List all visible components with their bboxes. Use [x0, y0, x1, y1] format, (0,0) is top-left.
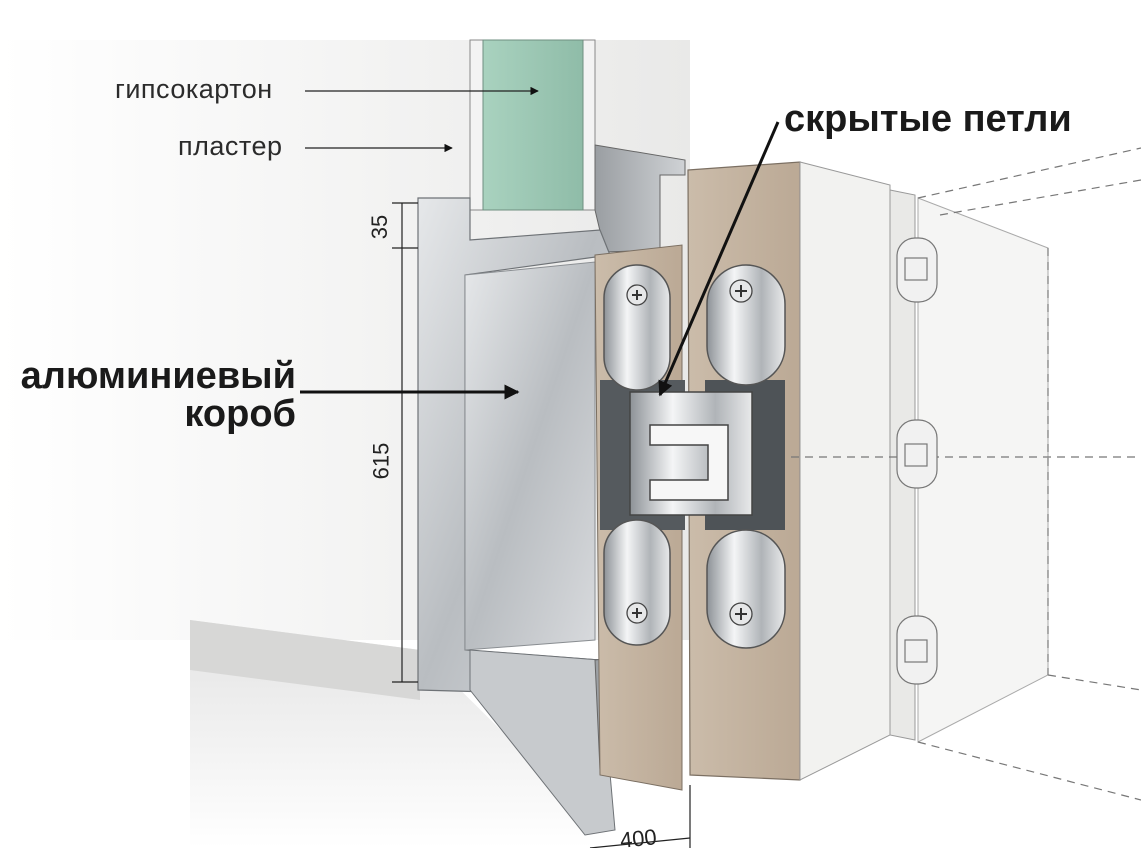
plaster-profile	[594, 144, 686, 253]
dimension-35: 35	[367, 214, 393, 240]
drywall-panel	[482, 39, 584, 211]
dimension-400: 400	[618, 824, 658, 853]
label-aluminum-box-line2: короб	[184, 393, 296, 435]
projection-lines	[735, 147, 1141, 801]
hinge-plate-bottom-left	[603, 519, 671, 646]
wall-base	[190, 620, 420, 700]
hinge-plate-bottom-right	[706, 529, 786, 649]
dimension-615: 615	[368, 442, 394, 480]
dimension-lines	[392, 202, 691, 848]
label-drywall: гипсокартон	[115, 74, 273, 104]
hinge-plate-top-right	[706, 264, 786, 386]
hinge-leader	[658, 121, 780, 397]
far-hinges	[896, 237, 938, 685]
label-plaster: пластер	[178, 131, 283, 161]
label-hidden-hinges: скрытые петли	[784, 98, 1072, 140]
aluminum-bottom-flange	[469, 649, 616, 836]
label-aluminum-box-line1: алюминиевый	[20, 355, 296, 397]
hinge-knuckle-link	[649, 424, 729, 501]
hinge-plate-top-left	[603, 264, 671, 391]
aluminum-box-face	[464, 261, 596, 651]
door-face	[799, 161, 891, 781]
screw-slots	[632, 285, 747, 620]
